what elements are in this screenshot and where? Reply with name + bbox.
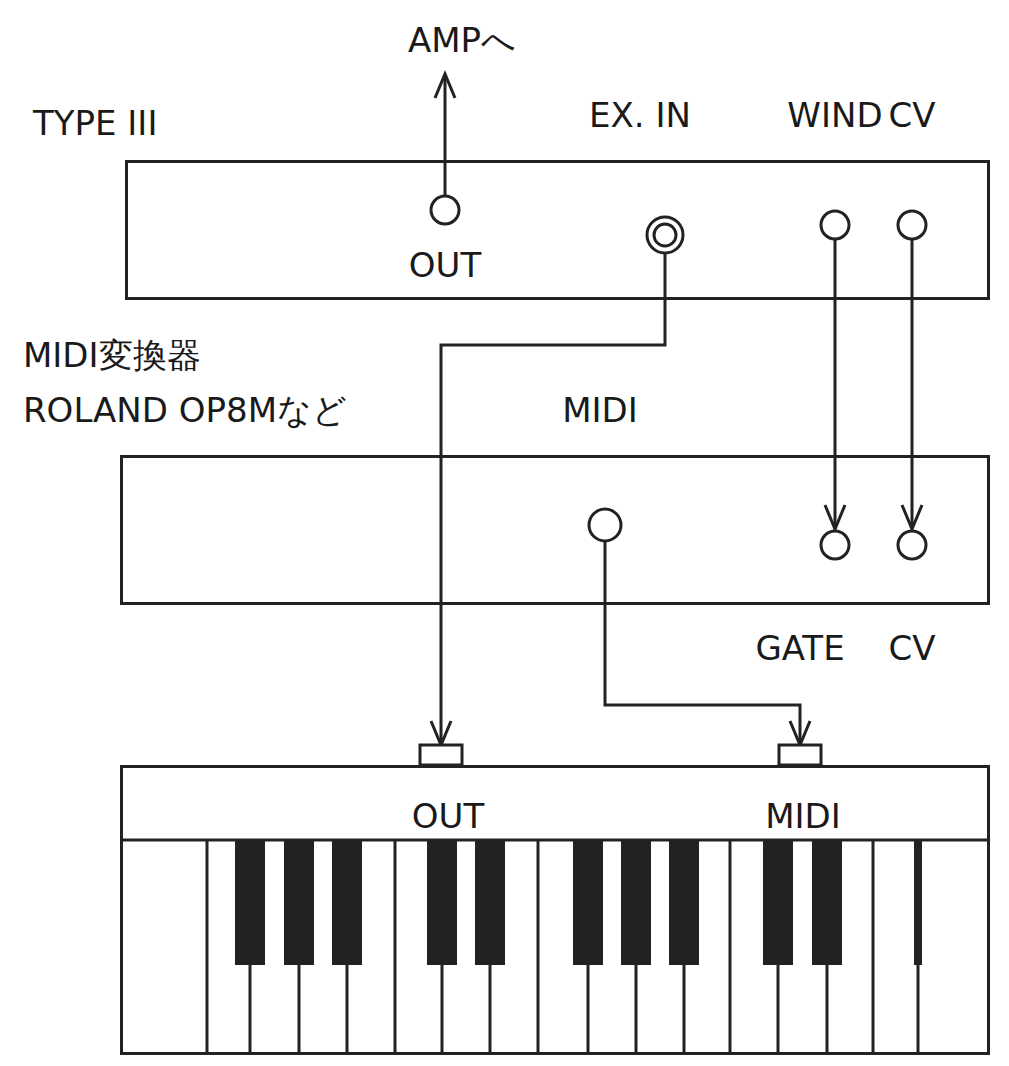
jack-label: OUT bbox=[409, 245, 481, 285]
gate-jack bbox=[821, 531, 849, 559]
cable bbox=[902, 239, 922, 529]
device-name: TYPE III bbox=[33, 103, 157, 143]
arrowhead bbox=[825, 505, 845, 529]
ex-in-jack-inner bbox=[654, 224, 676, 246]
ex-in-jack bbox=[647, 217, 683, 253]
midi-socket bbox=[779, 745, 821, 765]
cv-jack bbox=[898, 531, 926, 559]
arrowhead bbox=[790, 721, 810, 745]
out-socket bbox=[420, 745, 462, 765]
keyboard-keys bbox=[122, 840, 988, 1053]
cable bbox=[825, 239, 845, 529]
keyboard-body: OUT MIDI bbox=[120, 765, 990, 1055]
cable bbox=[431, 253, 665, 745]
device-panel: TYPE III bbox=[125, 160, 990, 300]
cable-line bbox=[834, 239, 837, 529]
jack-label: MIDI bbox=[562, 390, 638, 430]
cv-jack bbox=[898, 211, 926, 239]
cable-line bbox=[911, 239, 914, 529]
wind-jack bbox=[821, 211, 849, 239]
device-name: MIDI変換器 ROLAND OP8Mなど bbox=[23, 328, 352, 438]
black-keys bbox=[235, 840, 922, 965]
jack-label: CV bbox=[889, 628, 936, 668]
jack-label: GATE bbox=[755, 628, 844, 668]
jack-label: MIDI bbox=[765, 796, 841, 836]
jack-label: OUT bbox=[412, 796, 484, 836]
amp-wire bbox=[444, 76, 447, 196]
midi-jack bbox=[589, 509, 621, 541]
jack-label: WIND bbox=[787, 95, 882, 135]
amp-arrowhead bbox=[435, 74, 455, 98]
jack-label: CV bbox=[889, 95, 936, 135]
output-label: AMPへ bbox=[408, 20, 516, 60]
jack-label: EX. IN bbox=[589, 95, 691, 135]
cable-line bbox=[441, 253, 665, 745]
out-jack bbox=[431, 196, 459, 224]
arrowhead bbox=[902, 505, 922, 529]
arrowhead bbox=[431, 721, 451, 745]
converter-panel: MIDI変換器 ROLAND OP8Mなど bbox=[120, 455, 990, 605]
